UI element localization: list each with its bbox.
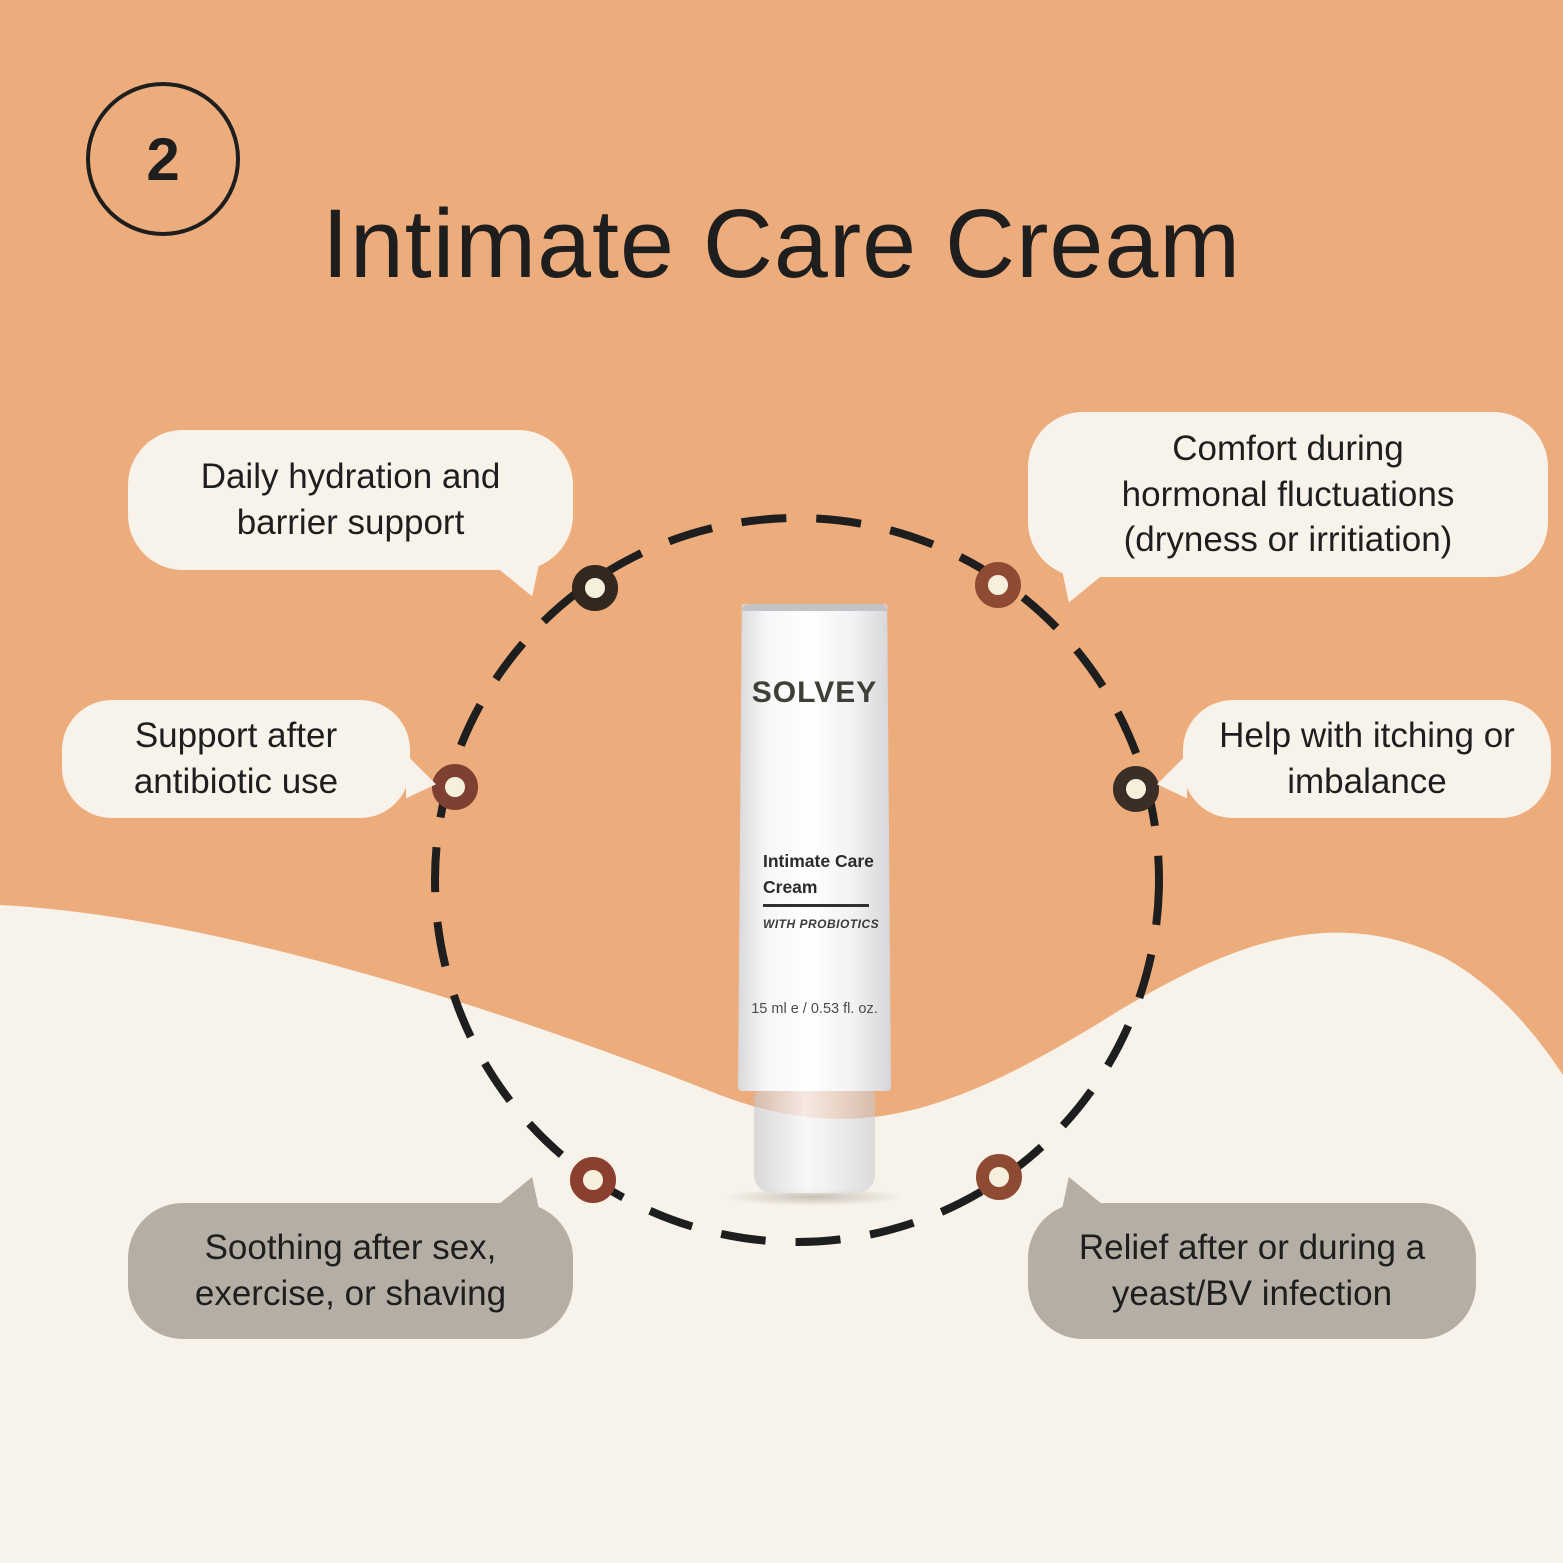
benefit-bubble-text: Daily hydration and barrier support	[200, 457, 501, 543]
circle-node-top-right	[975, 562, 1021, 608]
benefit-bubble-text: Comfort during hormonal fluctuations (dr…	[1121, 429, 1455, 559]
benefit-bubble-text: Support after antibiotic use	[133, 716, 339, 802]
product-volume: 15 ml e / 0.53 fl. oz.	[751, 1001, 878, 1017]
benefit-bubble-itching-help: Help with itching or imbalance	[1183, 700, 1551, 819]
benefit-bubble-text: Help with itching or imbalance	[1219, 716, 1515, 802]
product-cap	[754, 1091, 875, 1193]
product-tube-body: SOLVEY Intimate Care Cream WITH PROBIOTI…	[738, 604, 891, 1091]
circle-node-right	[1113, 766, 1159, 812]
step-number-badge: 2	[86, 82, 240, 236]
product-tagline: WITH PROBIOTICS	[763, 917, 880, 931]
benefit-bubble-infection-relief: Relief after or during a yeast/BV infect…	[1028, 1203, 1476, 1340]
tube-crimp-seal	[742, 604, 887, 611]
benefit-bubble-text: Soothing after sex, exercise, or shaving	[194, 1228, 507, 1314]
step-number: 2	[146, 125, 180, 193]
page-title: Intimate Care Cream	[321, 189, 1242, 298]
circle-node-bottom-right	[976, 1154, 1022, 1200]
circle-node-left	[432, 764, 478, 810]
product-brand: SOLVEY	[751, 676, 878, 709]
benefit-bubble-text: Relief after or during a yeast/BV infect…	[1078, 1228, 1426, 1314]
benefit-bubble-hormonal-comfort: Comfort during hormonal fluctuations (dr…	[1028, 412, 1548, 577]
product-name: Intimate Care Cream	[763, 851, 874, 898]
label-divider	[763, 904, 869, 907]
benefit-bubble-soothing: Soothing after sex, exercise, or shaving	[128, 1203, 573, 1340]
product-tube: SOLVEY Intimate Care Cream WITH PROBIOTI…	[724, 604, 904, 1214]
circle-node-bottom-left	[570, 1157, 616, 1203]
circle-node-top-left	[572, 565, 618, 611]
benefit-bubble-daily-hydration: Daily hydration and barrier support	[128, 430, 573, 571]
benefit-bubble-antibiotic-support: Support after antibiotic use	[62, 700, 410, 819]
